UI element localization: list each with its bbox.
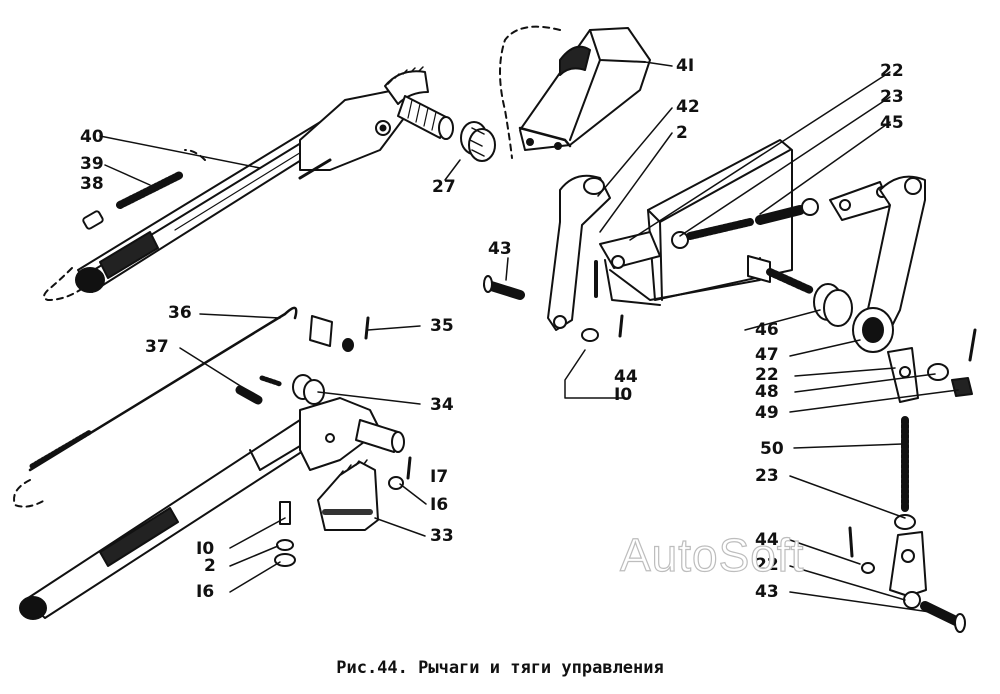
- callout-22-upper: 22: [880, 61, 904, 81]
- callout-50: 50: [760, 439, 784, 459]
- right-upper-assembly: [483, 139, 977, 633]
- callout-22-lower: 22: [755, 555, 779, 575]
- callout-49: 49: [755, 403, 779, 423]
- callout-48: 48: [755, 382, 779, 402]
- callout-42: 42: [676, 97, 700, 117]
- callout-17: I7: [430, 467, 449, 487]
- callout-23-lower: 23: [755, 466, 779, 486]
- bracket-41: [499, 25, 651, 159]
- callout-36: 36: [168, 303, 192, 323]
- callout-22-middle: 22: [755, 365, 779, 385]
- callout-47: 47: [755, 345, 779, 365]
- callout-43-upper: 43: [488, 239, 512, 259]
- callout-27: 27: [432, 177, 456, 197]
- callout-38: 38: [80, 174, 104, 194]
- callout-37: 37: [145, 337, 169, 357]
- callout-23-upper: 23: [880, 87, 904, 107]
- callout-44-upper: 44: [614, 367, 638, 387]
- callout-33: 33: [430, 526, 454, 546]
- callout-43-lower: 43: [755, 582, 779, 602]
- callout-45: 45: [880, 113, 904, 133]
- callout-16-left: I6: [196, 582, 215, 602]
- figure-caption: Рис.44. Рычаги и тяги управления: [336, 658, 664, 678]
- callout-40: 40: [80, 127, 104, 147]
- callout-10-upper: I0: [614, 385, 633, 405]
- callout-16-right: I6: [430, 495, 449, 515]
- upper-lever-assembly: [43, 66, 496, 301]
- callout-46: 46: [755, 320, 779, 340]
- callout-10-lower: I0: [196, 539, 215, 559]
- callout-34: 34: [430, 395, 454, 415]
- callout-35: 35: [430, 316, 454, 336]
- watermark: AutoSoft: [619, 528, 805, 581]
- callout-41: 4I: [676, 56, 695, 76]
- callout-44-lower: 44: [755, 530, 779, 550]
- callout-2-upper: 2: [676, 123, 688, 143]
- lower-lever-assembly: [13, 306, 412, 620]
- leader-lines: [99, 61, 959, 613]
- callout-39: 39: [80, 154, 104, 174]
- callout-2-lower: 2: [204, 556, 216, 576]
